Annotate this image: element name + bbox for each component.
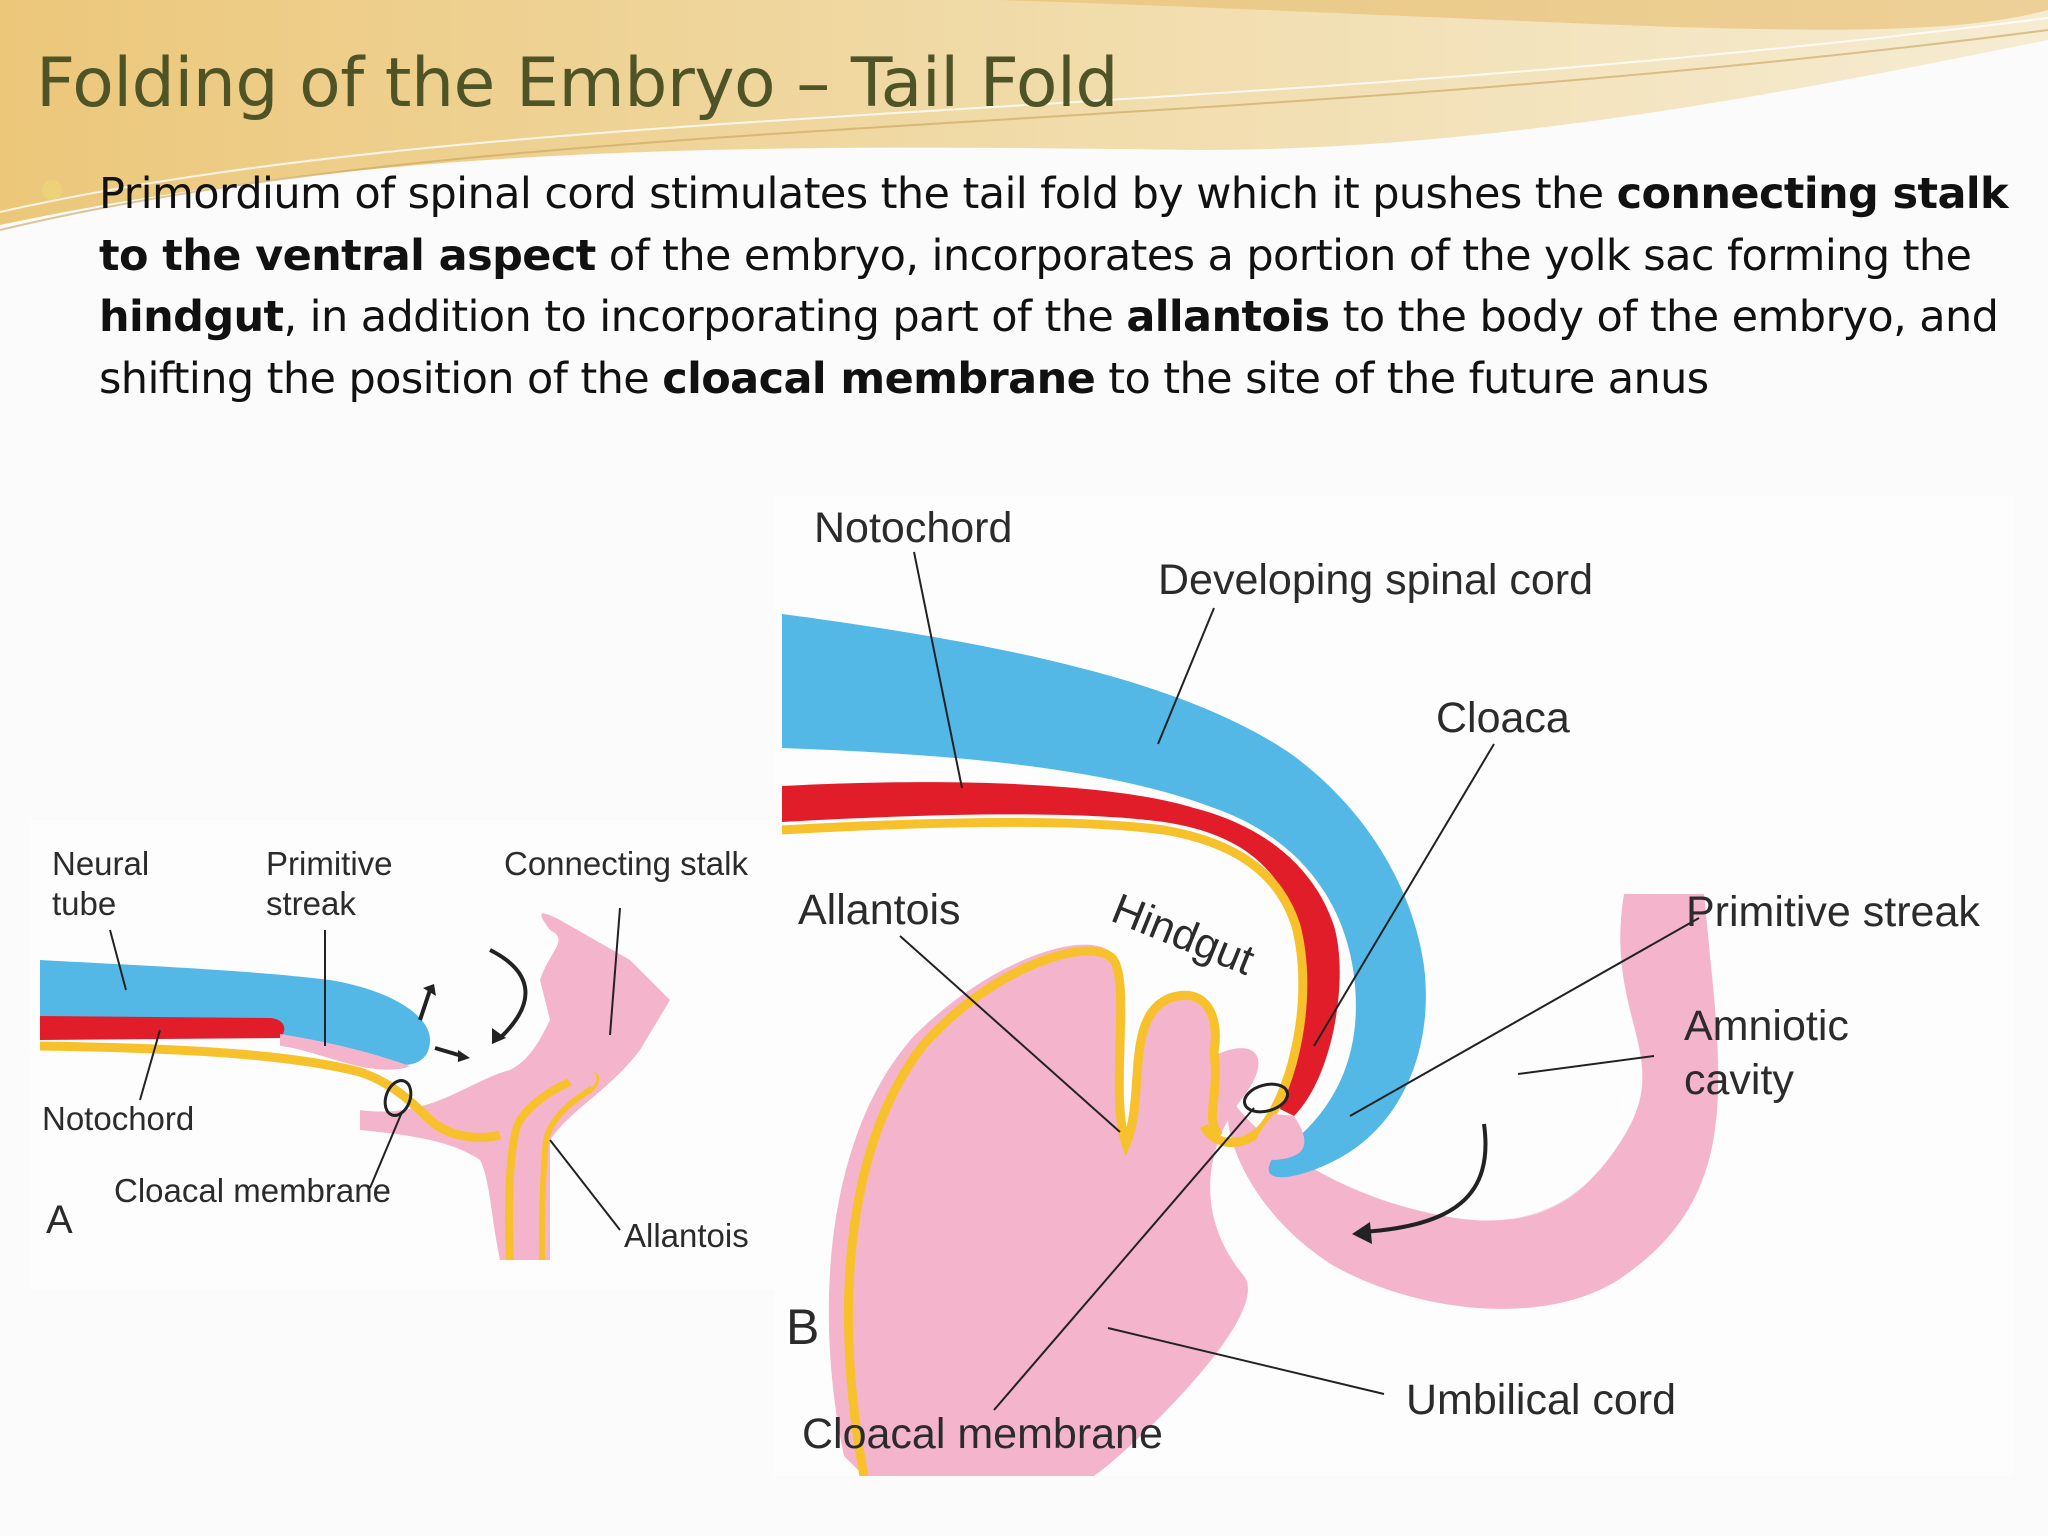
label-primitive-streak: streak: [266, 885, 356, 922]
label-cloaca: Cloaca: [1436, 694, 1570, 742]
bullet-dot: [42, 180, 62, 200]
label-notochord: Notochord: [814, 504, 1012, 552]
umbilical-cord-shape: [1227, 894, 1719, 1309]
label-allantois: Allantois: [624, 1217, 749, 1254]
bold-cloacal-membrane: cloacal membrane: [662, 353, 1096, 404]
folding-arrow: [1361, 1123, 1488, 1234]
label-primitive-streak: Primitive: [266, 845, 393, 882]
panel-letter-b: B: [786, 1299, 819, 1355]
bullet-text-segment: to the site of the future anus: [1095, 353, 1709, 404]
panel-letter-a: A: [46, 1198, 73, 1242]
bullet-text-segment: to the body of the embryo, and shifting …: [99, 292, 1999, 404]
slide-title: Folding of the Embryo – Tail Fold: [36, 44, 1119, 123]
label-amniotic-cavity: cavity: [1684, 1056, 1794, 1104]
figure-b-diagram: Notochord Developing spinal cord Cloaca …: [774, 496, 2014, 1476]
title-swoosh: [0, 0, 2048, 225]
label-umbilical-cord: Umbilical cord: [1406, 1376, 1676, 1424]
hindgut-endoderm: [781, 817, 1308, 1147]
label-neural-tube: tube: [52, 885, 116, 922]
bold-hindgut: hindgut: [99, 292, 284, 342]
spinal-cord-shape: [782, 614, 1426, 1178]
figure-a-diagram: Neural tube Primitive streak Connecting …: [30, 820, 780, 1290]
label-connecting-stalk: Connecting stalk: [504, 845, 748, 882]
label-developing-spinal-cord: Developing spinal cord: [1158, 556, 1593, 604]
label-neural-tube: Neural: [52, 845, 149, 882]
label-primitive-streak: Primitive streak: [1686, 888, 1980, 936]
endoderm-line: [39, 1041, 502, 1142]
bullet-text: Primordium of spinal cord stimulates the…: [99, 164, 2029, 410]
label-cloacal-membrane: Cloacal membrane: [802, 1410, 1163, 1458]
endoderm-lining: [843, 946, 1223, 1476]
allantois-shape: [505, 1078, 572, 1261]
allantois-body-shape: [828, 944, 1259, 1476]
label-allantois: Allantois: [798, 886, 961, 934]
cloacal-membrane-mark: [1242, 1082, 1290, 1114]
label-amniotic-cavity: Amniotic: [1684, 1002, 1849, 1050]
connecting-stalk-shape: [360, 913, 670, 1260]
bullet-text-segment: Primordium of spinal cord stimulates the…: [99, 169, 1617, 219]
bold-allantois: allantois: [1126, 292, 1330, 342]
neural-tube-shape: [40, 960, 430, 1065]
label-notochord: Notochord: [42, 1100, 194, 1137]
bold-connecting-stalk: connecting stalk to the ventral aspect: [99, 169, 2009, 281]
label-cloacal-membrane: Cloacal membrane: [114, 1172, 391, 1209]
notochord-shape: [40, 1016, 285, 1040]
cloacal-membrane-mark: [383, 1079, 413, 1117]
bullet-text-segment: , in addition to incorporating part of t…: [283, 292, 1127, 342]
bullet-text-segment: of the embryo, incorporates a portion of…: [595, 230, 1972, 281]
notochord-shape: [782, 782, 1340, 1116]
